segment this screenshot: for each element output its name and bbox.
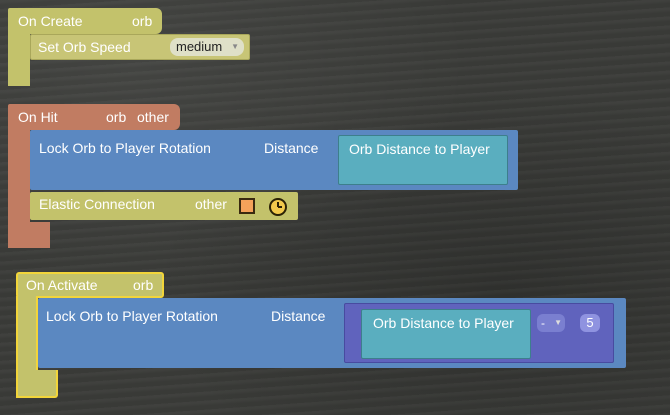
orb-distance-block-2[interactable]	[361, 309, 531, 359]
on-hit-param-other: other	[137, 109, 169, 125]
on-create-spine	[8, 30, 30, 86]
orb-distance-label-2: Orb Distance to Player	[373, 315, 514, 331]
on-hit-spine	[8, 126, 30, 248]
dropdown-caret-icon: ▼	[554, 318, 562, 327]
on-activate-footer	[16, 370, 58, 398]
on-hit-header[interactable]	[8, 104, 180, 130]
operator-value: -	[541, 316, 545, 330]
on-create-param: orb	[132, 13, 153, 29]
speed-dropdown[interactable]: medium ▼	[170, 38, 244, 56]
orb-distance-label-1: Orb Distance to Player	[349, 141, 490, 157]
on-hit-label: On Hit	[18, 109, 58, 125]
on-hit-param-orb: orb	[106, 109, 127, 125]
orb-distance-block-1[interactable]	[338, 135, 508, 185]
elastic-param-other: other	[195, 196, 227, 212]
on-activate-param: orb	[133, 277, 154, 293]
speed-dropdown-value: medium	[176, 39, 223, 54]
on-activate-header[interactable]	[16, 272, 164, 298]
set-orb-speed-label: Set Orb Speed	[38, 39, 131, 55]
distance-label-2: Distance	[271, 308, 326, 324]
on-create-header[interactable]	[8, 8, 162, 34]
on-create-label: On Create	[18, 13, 83, 29]
clock-icon[interactable]	[268, 197, 288, 217]
operator-dropdown[interactable]: - ▼	[537, 314, 565, 332]
elastic-connection-label: Elastic Connection	[39, 196, 155, 212]
dropdown-caret-icon: ▼	[231, 42, 239, 51]
on-hit-footer	[8, 222, 50, 248]
distance-label-1: Distance	[264, 140, 319, 156]
lock-orb-label-1: Lock Orb to Player Rotation	[39, 140, 211, 156]
lock-orb-label-2: Lock Orb to Player Rotation	[46, 308, 218, 324]
square-icon[interactable]	[239, 198, 255, 214]
operand-number[interactable]: 5	[580, 314, 600, 332]
on-activate-label: On Activate	[26, 277, 98, 293]
